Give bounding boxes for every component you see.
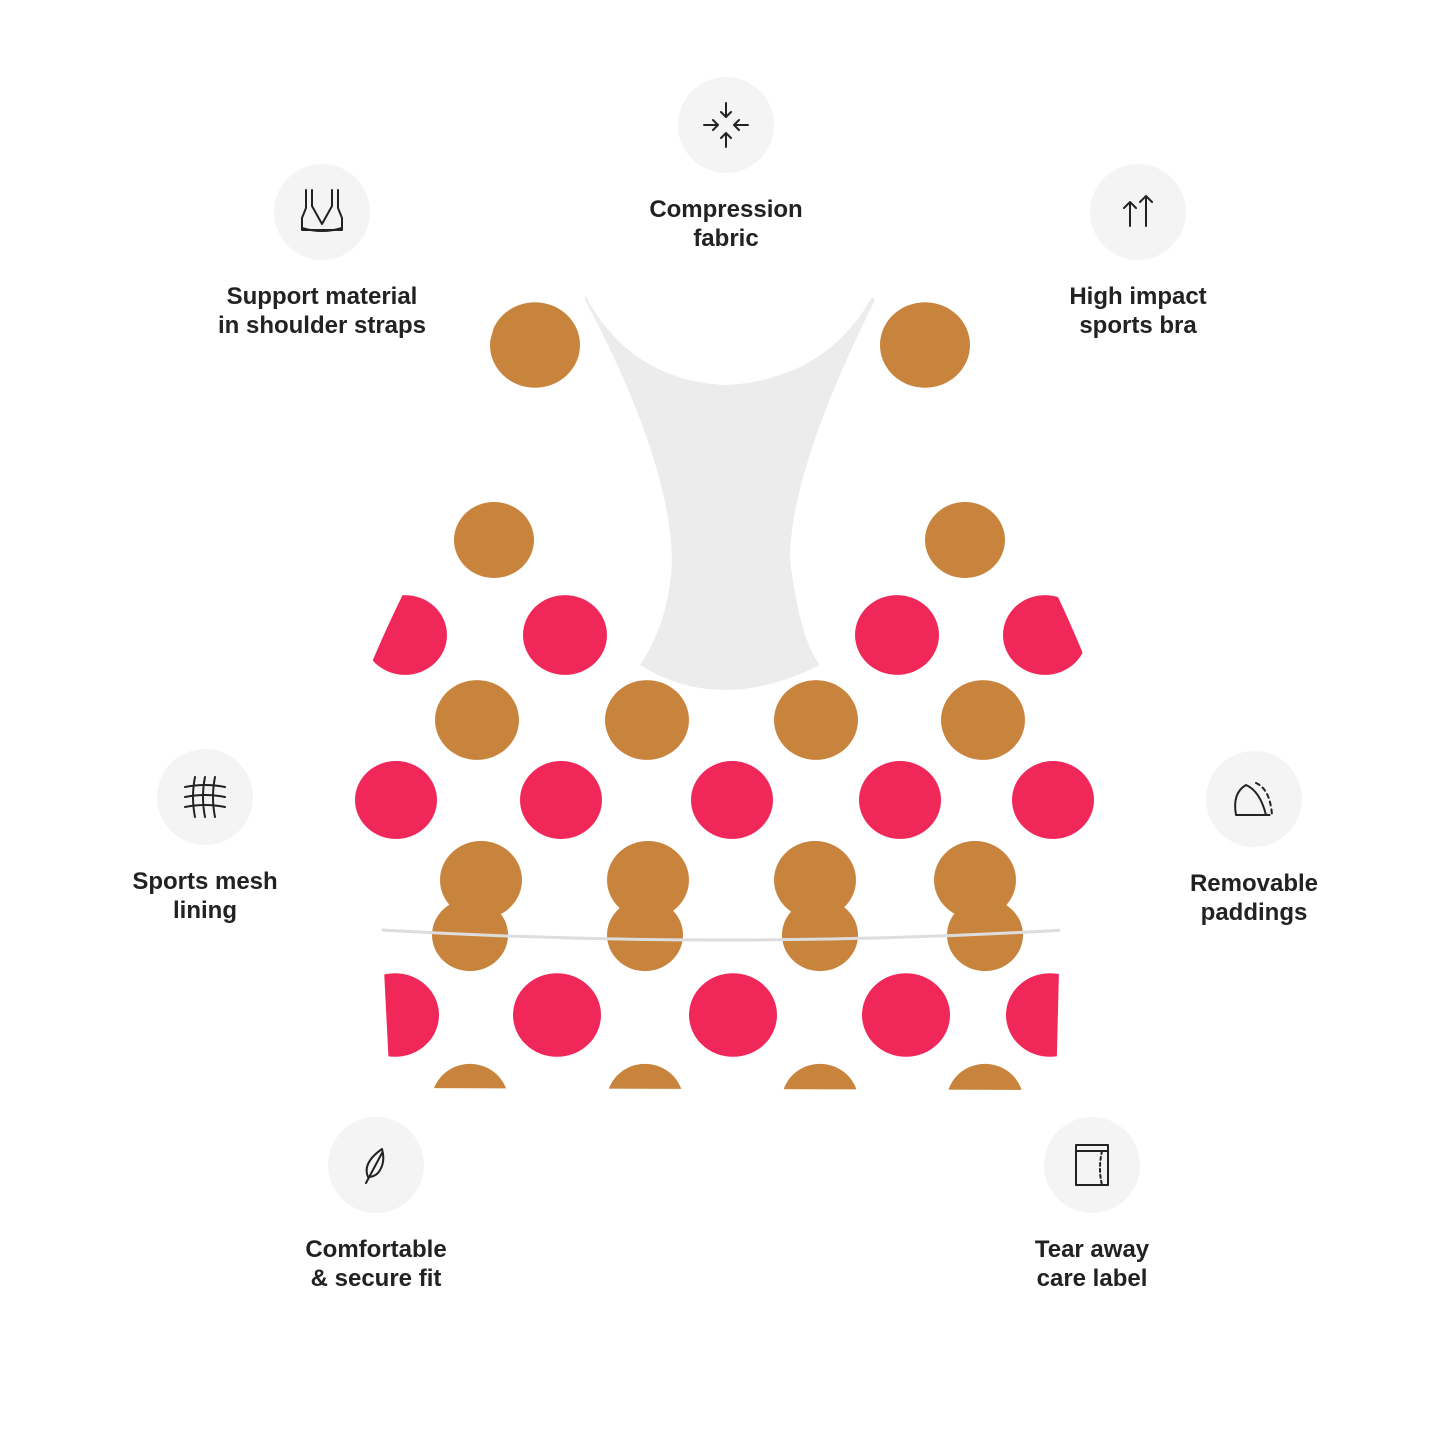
feature-label-line1: High impact	[1069, 283, 1207, 310]
double-up-arrow-icon	[1090, 164, 1186, 260]
feature-label-line2: in shoulder straps	[217, 312, 427, 339]
polka-dot-pink	[1003, 595, 1087, 675]
polka-dot-pink	[862, 973, 950, 1057]
feature-label-line1: Compression	[649, 196, 803, 223]
polka-dot-pink	[689, 973, 777, 1057]
polka-dot-brown	[782, 1063, 858, 1090]
feature-label-line1: Comfortable	[305, 1236, 447, 1263]
polka-dot-pink	[513, 973, 601, 1057]
polka-dot-brown	[774, 841, 856, 919]
polka-dot-pink	[363, 595, 447, 675]
polka-dot-pink	[859, 761, 941, 839]
shoulder-straps-icon	[274, 164, 370, 260]
polka-dot-brown	[925, 502, 1005, 578]
padding-icon	[1206, 751, 1302, 847]
polka-dot-pink	[855, 595, 939, 675]
feature-label-line2: paddings	[1200, 899, 1308, 926]
polka-dot-brown	[782, 898, 858, 972]
feature-label-line2: care label	[1036, 1265, 1148, 1292]
mesh-icon	[157, 749, 253, 845]
feature-label-line2: lining	[173, 897, 237, 924]
polka-dot-brown	[934, 841, 1016, 919]
polka-dot-pink	[1006, 973, 1094, 1057]
polka-dot-brown	[435, 680, 519, 760]
polka-dot-brown	[941, 680, 1025, 760]
feature-icon	[328, 1117, 424, 1213]
polka-dot-brown	[947, 1063, 1023, 1090]
polka-dot-brown	[454, 502, 534, 578]
compression-arrows-icon	[678, 77, 774, 173]
polka-dot-pink	[523, 595, 607, 675]
polka-dot-pink	[351, 973, 439, 1057]
feature-comfortable-fit: Comfortable& secure fit	[226, 1117, 526, 1293]
feature-label-line1: Sports mesh	[132, 868, 278, 895]
polka-dot-brown	[607, 898, 683, 972]
feature-label-line2: & secure fit	[310, 1265, 442, 1292]
feature-label-line1: Tear away	[1034, 1236, 1150, 1263]
polka-dot-brown	[440, 841, 522, 919]
polka-dot-pink	[520, 761, 602, 839]
polka-dot-brown	[607, 841, 689, 919]
feature-label-line2: fabric	[693, 225, 759, 252]
polka-dot-brown	[774, 680, 858, 760]
polka-dot-brown	[605, 680, 689, 760]
label-tag-icon	[1044, 1117, 1140, 1213]
polka-dot-brown	[880, 302, 970, 388]
polka-dot-brown	[607, 1063, 683, 1090]
feature-label-line1: Removable	[1189, 870, 1319, 897]
polka-dot-pink	[1012, 761, 1094, 839]
feature-label-line1: Support material	[226, 283, 418, 310]
polka-dot-brown	[490, 302, 580, 388]
polka-dot-brown	[432, 1063, 508, 1090]
polka-dot-pink	[355, 761, 437, 839]
polka-dot-pink	[691, 761, 773, 839]
feature-label-line2: sports bra	[1079, 312, 1197, 339]
